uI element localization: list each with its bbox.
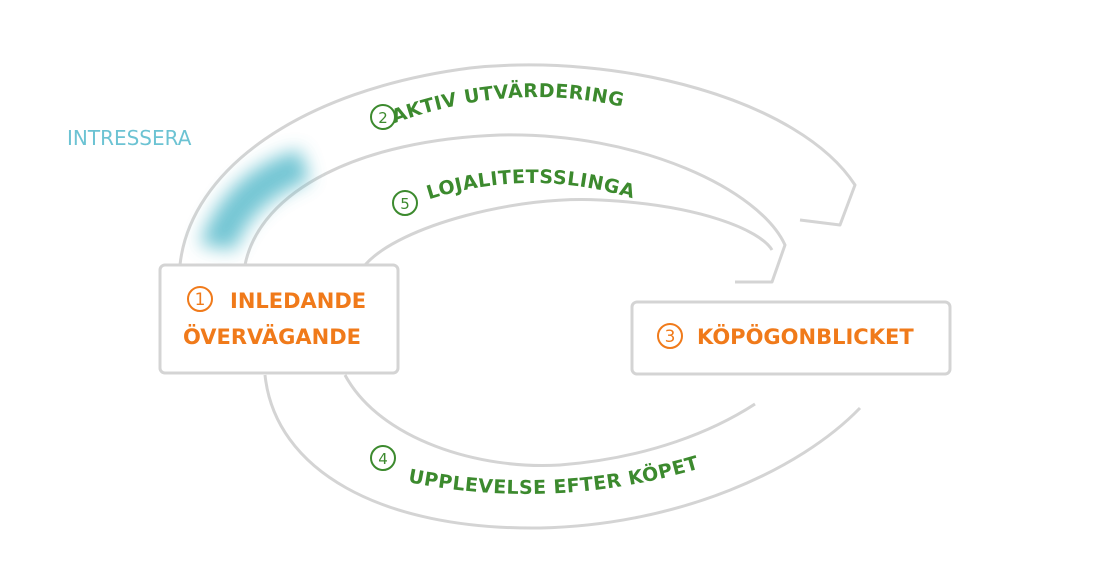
step-number-2: 2 bbox=[378, 109, 388, 127]
lower-arc-outer-edge bbox=[263, 374, 862, 530]
arc-2-label: AKTIV UTVÄRDERING bbox=[389, 78, 627, 128]
upper-arrow-inner-edge bbox=[243, 133, 787, 284]
arc-5-label: LOJALITETSSLINGA bbox=[424, 166, 638, 204]
box-1-line-2: ÖVERVÄGANDE bbox=[183, 324, 361, 349]
step-number-5: 5 bbox=[400, 195, 410, 213]
arc-post-purchase-experience: 4 UPPLEVELSE EFTER KÖPET bbox=[370, 445, 702, 499]
upper-arrow-outer-edge bbox=[178, 63, 857, 266]
step-number-3: 3 bbox=[665, 327, 676, 347]
box-3-label: KÖPÖGONBLICKET bbox=[697, 324, 914, 349]
step-number-1: 1 bbox=[195, 290, 206, 310]
arc-active-evaluation: 2 AKTIV UTVÄRDERING bbox=[370, 78, 627, 130]
step-number-circle-4 bbox=[370, 445, 396, 471]
step-number-circle-1 bbox=[187, 286, 213, 312]
inner-loop-top-edge bbox=[363, 197, 774, 266]
lower-arc-inner-edge bbox=[343, 374, 756, 468]
step-number-circle-5 bbox=[392, 190, 418, 216]
arc-loyalty-loop: 5 LOJALITETSSLINGA bbox=[392, 166, 638, 216]
step-number-circle-3 bbox=[657, 323, 683, 349]
step-number-4: 4 bbox=[378, 450, 388, 468]
step-number-circle-2 bbox=[370, 104, 396, 130]
intressera-label: INTRESSERA bbox=[67, 126, 192, 150]
box-1-line-1: INLEDANDE bbox=[230, 289, 366, 313]
arc-4-label: UPPLEVELSE EFTER KÖPET bbox=[407, 452, 702, 499]
stage-box-initial-consideration: 1 INLEDANDE ÖVERVÄGANDE bbox=[158, 263, 400, 375]
intressera-highlight bbox=[200, 150, 310, 250]
stage-box-purchase-moment: 3 KÖPÖGONBLICKET bbox=[630, 300, 952, 376]
